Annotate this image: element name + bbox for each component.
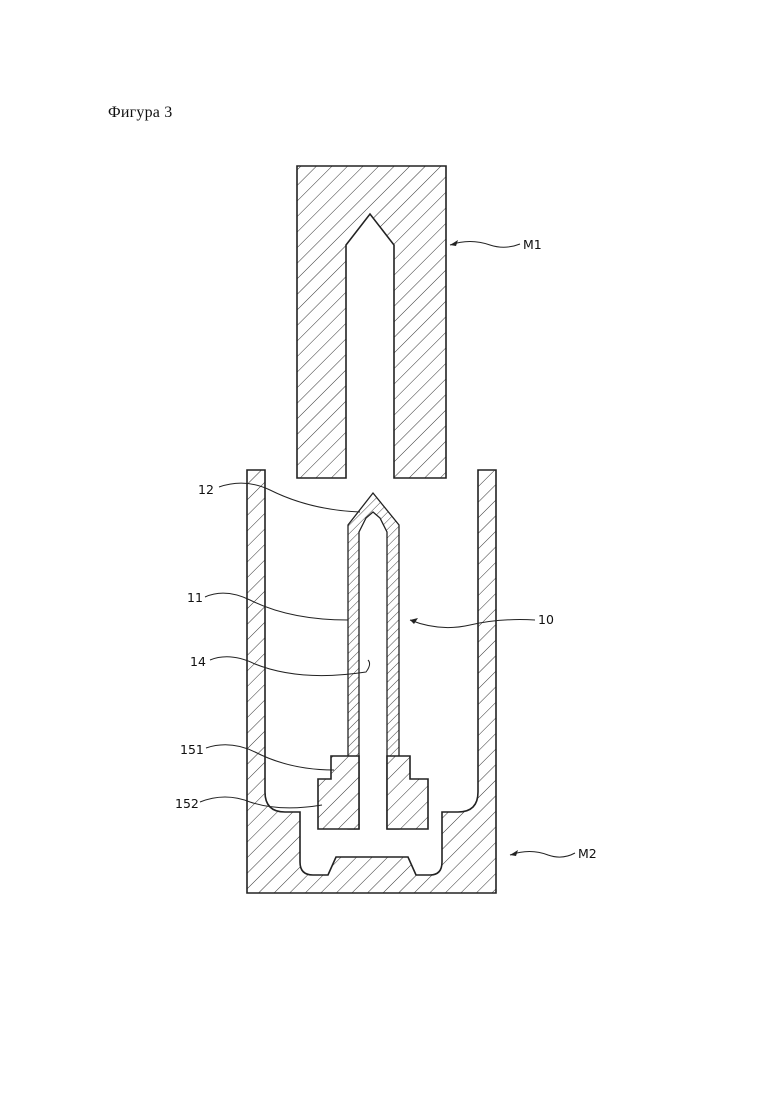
arrow-m1 — [450, 240, 458, 246]
leader-m2 — [510, 852, 575, 858]
label-12: 12 — [198, 482, 214, 497]
lower-mold-m2 — [247, 470, 496, 893]
leader-10 — [410, 620, 535, 628]
leader-12 — [219, 483, 360, 512]
arrow-m2 — [510, 850, 518, 856]
upper-mold-m1 — [297, 166, 446, 478]
label-14: 14 — [190, 654, 206, 669]
preform-stepped-base — [318, 756, 359, 829]
label-m1: M1 — [523, 237, 542, 252]
arrow-10 — [410, 618, 418, 624]
label-10: 10 — [538, 612, 554, 627]
leader-11 — [205, 593, 348, 620]
leader-m1 — [450, 242, 520, 248]
preform-stepped-base-right — [387, 756, 428, 829]
label-m2: M2 — [578, 846, 597, 861]
leader-151 — [206, 745, 334, 770]
label-11: 11 — [187, 590, 203, 605]
label-152: 152 — [175, 796, 199, 811]
label-151: 151 — [180, 742, 204, 757]
leader-14 — [210, 657, 370, 676]
